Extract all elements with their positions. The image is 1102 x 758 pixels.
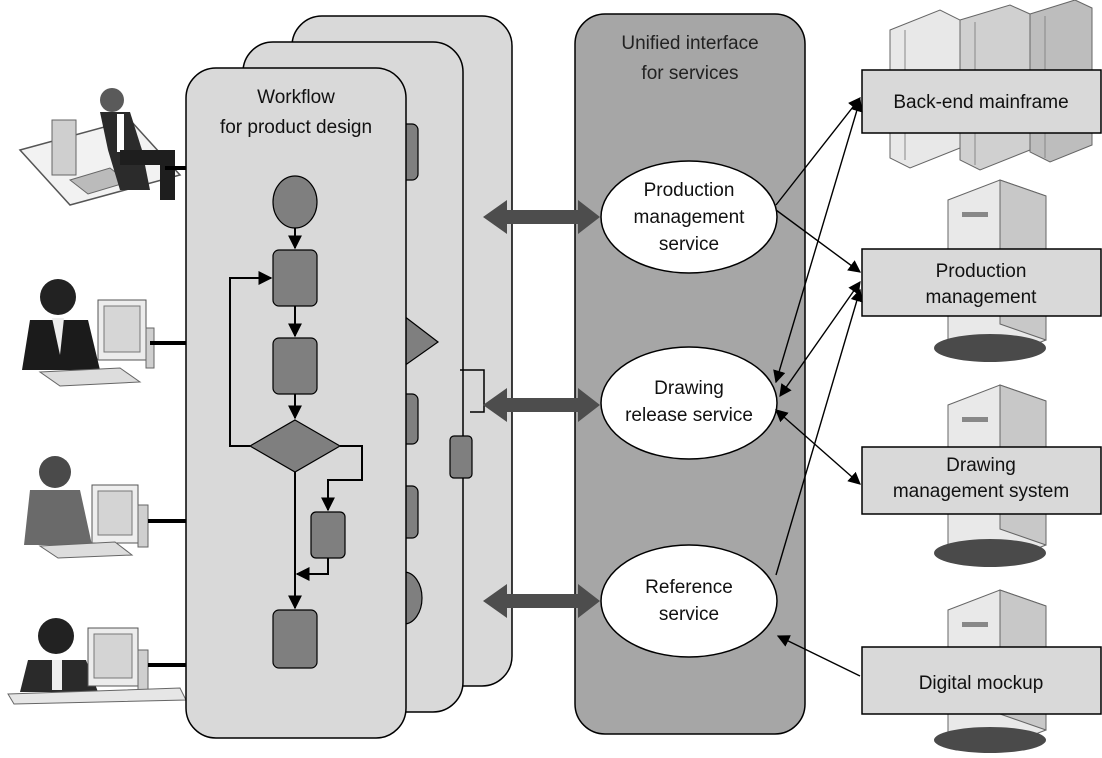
flow-end-node bbox=[272, 609, 318, 669]
service-drawing-release: Drawing release service bbox=[600, 346, 778, 460]
svg-text:Back-end mainframe: Back-end mainframe bbox=[893, 92, 1068, 113]
service-system-connectors bbox=[773, 97, 863, 677]
flowchart bbox=[229, 175, 363, 669]
flow-step-3 bbox=[310, 511, 346, 559]
svg-text:release service: release service bbox=[625, 405, 753, 426]
user-3-icon bbox=[24, 456, 149, 559]
svg-text:service: service bbox=[659, 604, 719, 625]
user-1-icon bbox=[18, 88, 182, 206]
svg-text:management: management bbox=[634, 207, 746, 228]
svg-text:Reference: Reference bbox=[645, 577, 733, 598]
interface-title-line1: Unified interface bbox=[621, 33, 758, 54]
svg-text:service: service bbox=[659, 234, 719, 255]
service-production-management: Production management service bbox=[600, 160, 778, 274]
double-arrow-1 bbox=[483, 200, 600, 234]
user-connectors bbox=[148, 166, 186, 667]
double-arrow-2 bbox=[483, 388, 600, 422]
system-box-production-management: Production management bbox=[861, 248, 1102, 317]
system-box-drawing-management: Drawing management system bbox=[861, 446, 1102, 515]
svg-text:management system: management system bbox=[893, 481, 1069, 502]
connector-drawing-production bbox=[779, 280, 861, 398]
service-reference: Reference service bbox=[600, 544, 778, 658]
workflow-title-line1: Workflow bbox=[257, 87, 335, 108]
user-4-icon bbox=[7, 618, 187, 705]
interface-title-line2: for services bbox=[641, 63, 738, 84]
svg-text:Drawing: Drawing bbox=[946, 455, 1016, 476]
flow-step-2 bbox=[272, 337, 318, 395]
svg-text:management: management bbox=[926, 287, 1038, 308]
flow-start-node bbox=[272, 175, 318, 229]
flow-step-1 bbox=[272, 249, 318, 307]
svg-text:Digital mockup: Digital mockup bbox=[919, 673, 1044, 694]
middle-panel-connector bbox=[460, 369, 485, 413]
svg-text:Production: Production bbox=[644, 180, 735, 201]
svg-text:Production: Production bbox=[936, 261, 1027, 282]
user-2-icon bbox=[22, 279, 155, 387]
svg-text:Drawing: Drawing bbox=[654, 378, 724, 399]
system-box-digital-mockup: Digital mockup bbox=[861, 646, 1102, 715]
workflow-title-line2: for product design bbox=[220, 117, 372, 138]
connector-drawing-drawingmgmt bbox=[775, 409, 861, 485]
double-arrow-3 bbox=[483, 584, 600, 618]
system-box-back-end-mainframe: Back-end mainframe bbox=[861, 69, 1102, 134]
connector-reference-production bbox=[775, 288, 863, 576]
connector-mockup-to-reference bbox=[776, 635, 861, 677]
double-arrows bbox=[483, 200, 600, 618]
